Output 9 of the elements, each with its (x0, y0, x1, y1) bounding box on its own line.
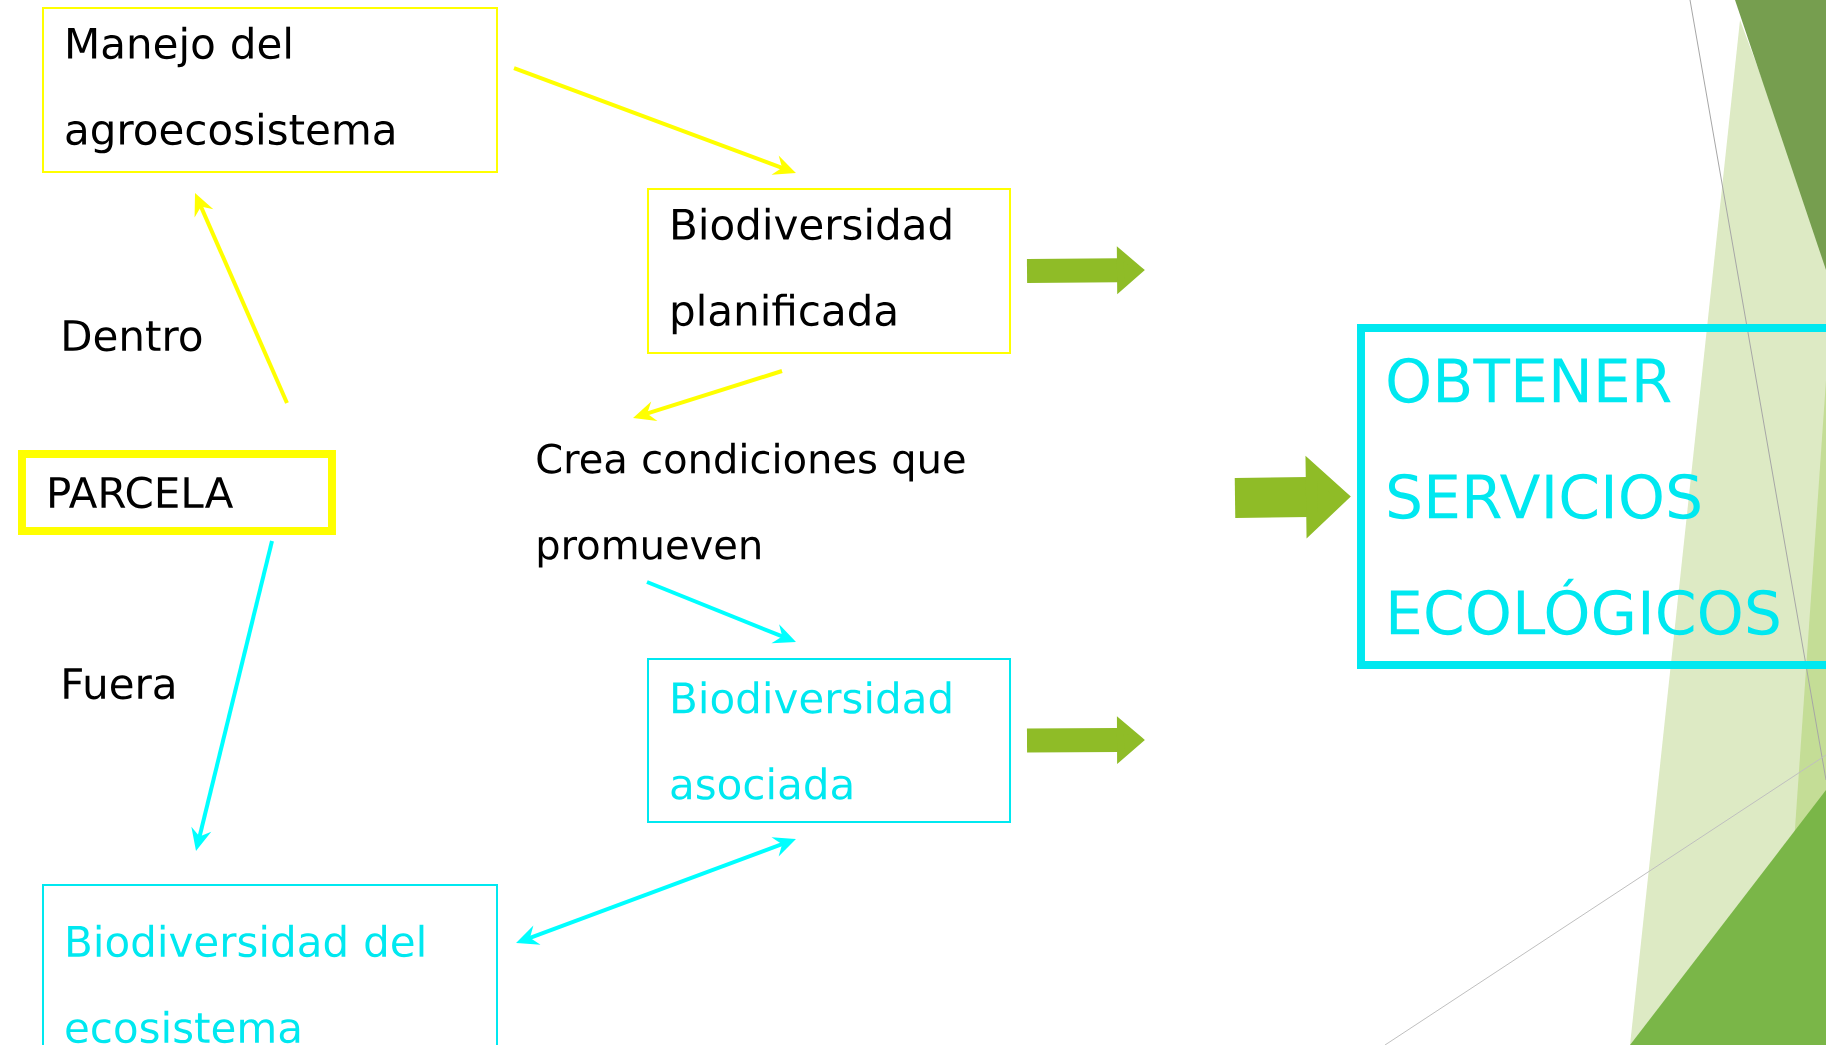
process-box: Biodiversidad planificada (647, 188, 1011, 354)
side-label: Fuera (64, 668, 174, 700)
process-box: Manejo del agroecosistema (42, 7, 498, 173)
result-box: OBTENER SERVICIOS ECOLÓGICOS (1357, 324, 1826, 669)
node-text: Crea condiciones que promueven (537, 442, 965, 568)
process-box: Biodiversidad del ecosistema (42, 884, 498, 1045)
side-label: Dentro (64, 320, 202, 352)
process-box: PARCELA (18, 450, 336, 535)
process-box: Biodiversidad asociada (647, 658, 1011, 823)
